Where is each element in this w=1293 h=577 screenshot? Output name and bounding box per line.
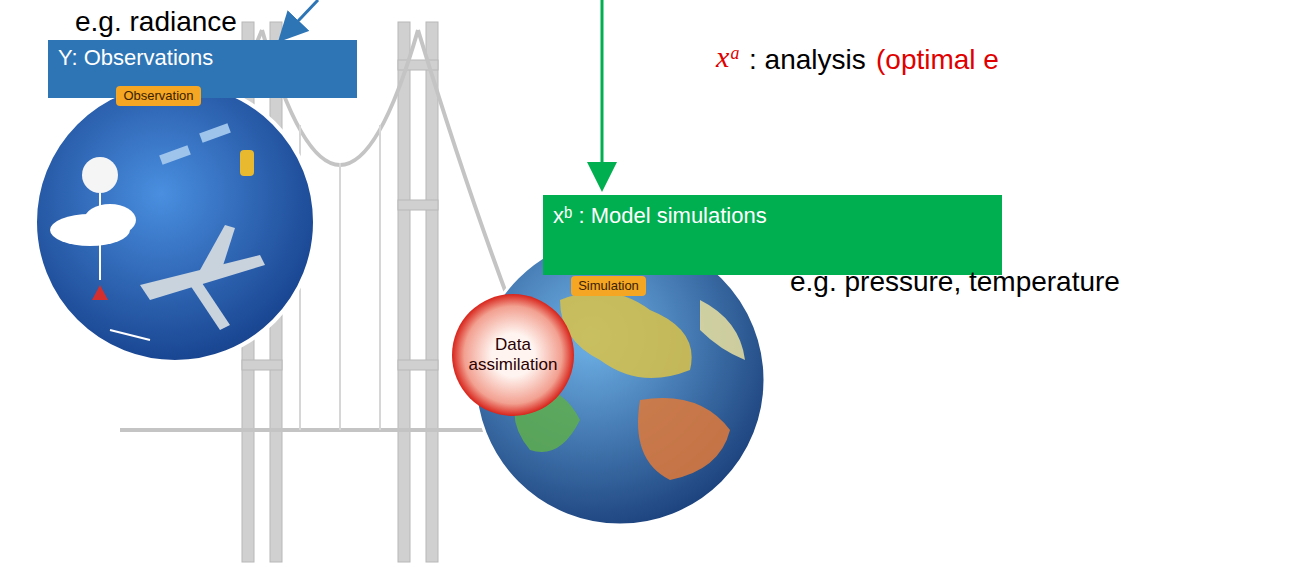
observation-tag: Observation (116, 86, 201, 106)
observation-box: Y: Observations (48, 40, 357, 98)
simulation-arrow (601, 0, 604, 186)
node-text: xᵇ : Model simulations (553, 203, 992, 229)
analysis-symbol: xᵃ (716, 40, 741, 75)
assimilation-circle: Data assimilation (451, 293, 575, 417)
simulation-tag: Simulation (571, 276, 646, 296)
example-text: e.g. pressure, temperature (790, 266, 1120, 298)
observation-instruments (50, 123, 265, 340)
node-text: Simulation (577, 278, 640, 294)
analysis-text: : analysis (749, 44, 866, 76)
node-text: Observation (122, 88, 195, 104)
node-text: Y: Observations (58, 45, 347, 71)
example-text: e.g. radiance (75, 6, 237, 38)
observation-circle (35, 82, 315, 362)
circle-fill (452, 294, 574, 416)
bridge-hanger (300, 125, 380, 430)
observation-arrow (282, 0, 318, 38)
simulation-box: xᵇ : Model simulations (543, 195, 1002, 275)
analysis-note: (optimal e (876, 44, 999, 76)
node-text: Data assimilation (459, 335, 567, 376)
